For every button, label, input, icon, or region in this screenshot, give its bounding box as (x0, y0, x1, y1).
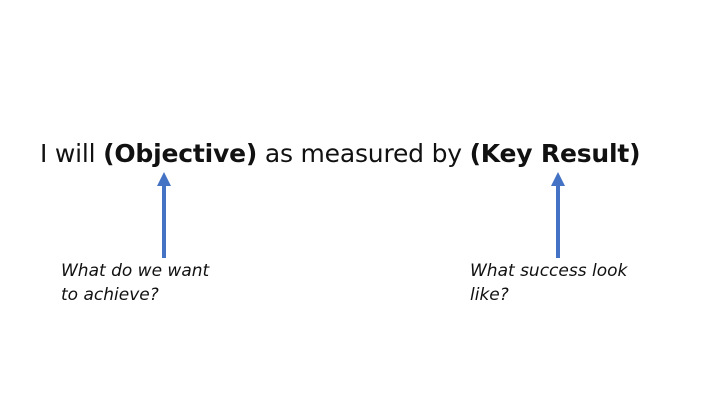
key-result-placeholder: (Key Result) (469, 139, 641, 168)
okr-statement: I will (Objective) as measured by (Key R… (40, 134, 641, 174)
statement-prefix: I will (40, 139, 104, 168)
key-result-annotation-line2: like? (470, 285, 509, 305)
objective-annotation-line1: What do we want (61, 261, 210, 281)
key-result-arrow-icon (551, 172, 565, 258)
key-result-annotation-line1: What success look (470, 261, 628, 281)
objective-annotation-line2: to achieve? (61, 285, 159, 305)
objective-annotation: What do we want to achieve? (61, 259, 281, 307)
objective-arrow-icon (157, 172, 171, 258)
key-result-annotation: What success look like? (470, 259, 710, 307)
statement-middle: as measured by (257, 139, 470, 168)
objective-placeholder: (Objective) (103, 139, 258, 168)
